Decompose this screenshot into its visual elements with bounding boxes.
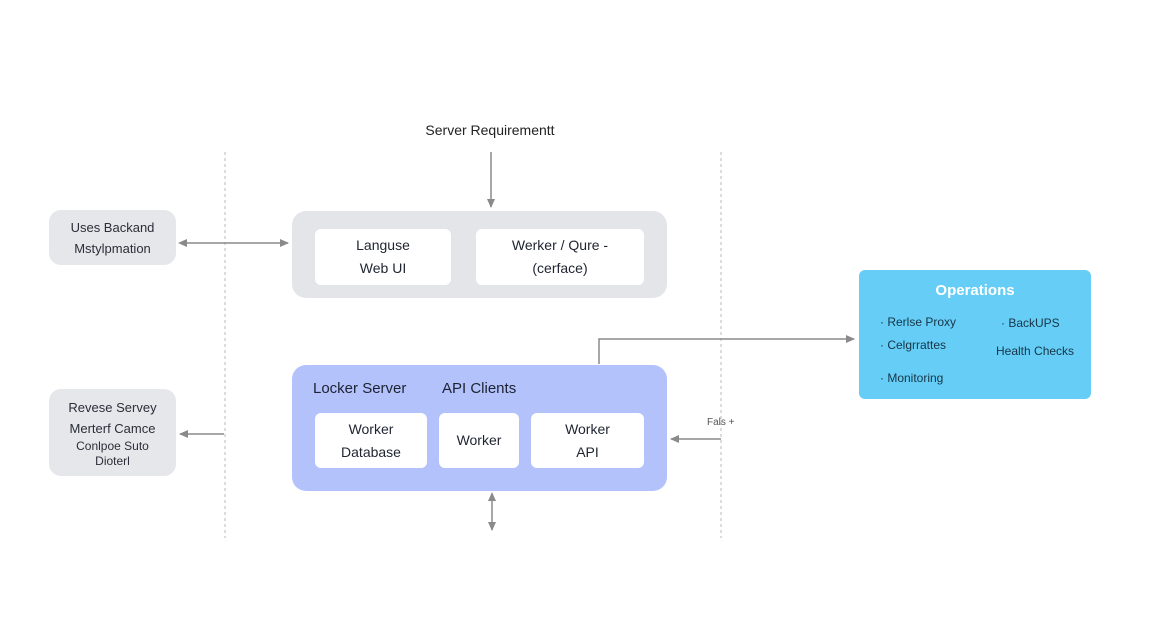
diagram-title: Server Requirementt bbox=[425, 122, 555, 138]
bottom-group-label-api: API Clients bbox=[442, 380, 517, 397]
bottom-card-worker: Worker bbox=[439, 413, 519, 468]
bottom-group-label-locker: Locker Server bbox=[313, 380, 407, 397]
left-box-bottom-line1: Revese Servey bbox=[68, 399, 157, 415]
bottom-card-worker-database: Worker Database bbox=[315, 413, 427, 468]
top-card-languse: Languse Web UI bbox=[315, 229, 451, 285]
left-box-top-line1: Uses Backand bbox=[70, 219, 155, 235]
bottom-card-worker-api: Worker API bbox=[531, 413, 644, 468]
left-box-bottom: Revese Servey Merterf Camce Conlpoe Suto… bbox=[49, 389, 176, 476]
operations-item-proxy: · Rerlse Proxy bbox=[880, 315, 957, 329]
operations-item-health-checks: Health Checks bbox=[996, 344, 1075, 358]
operations-item-certificates: · Celgrrattes bbox=[880, 338, 947, 352]
operations-title: Operations bbox=[935, 282, 1015, 299]
operations-item-monitoring: · Monitoring bbox=[880, 371, 944, 385]
top-card-1-line2: Web UI bbox=[359, 260, 407, 276]
operations-panel: Operations · Rerlse Proxy · Celgrrattes … bbox=[859, 270, 1091, 399]
left-box-bottom-line3: Conlpoe Suto bbox=[76, 438, 149, 453]
top-card-worker-queue: Werker / Qure - (cerface) bbox=[476, 229, 644, 285]
arrow-to-operations bbox=[598, 335, 855, 364]
top-card-2-line1: Werker / Qure - bbox=[511, 237, 609, 253]
operations-item-backups: · BackUPS bbox=[1001, 316, 1060, 330]
top-card-2-line2: (cerface) bbox=[532, 260, 588, 276]
left-box-bottom-line4: Dioterl bbox=[95, 453, 130, 468]
small-edge-label: Fals + bbox=[707, 417, 735, 428]
top-card-1-line1: Languse bbox=[356, 237, 410, 253]
bottom-card-3-line2: API bbox=[576, 443, 599, 460]
left-box-top: Uses Backand Mstylpmation bbox=[49, 210, 176, 265]
left-box-bottom-line2: Merterf Camce bbox=[69, 420, 156, 436]
bottom-card-2-line1: Worker bbox=[456, 432, 502, 448]
bottom-card-1-line1: Worker bbox=[348, 420, 394, 437]
bottom-card-3-line1: Worker bbox=[565, 420, 610, 437]
bottom-card-1-line2: Database bbox=[341, 443, 401, 460]
left-box-top-line2: Mstylpmation bbox=[74, 240, 151, 256]
